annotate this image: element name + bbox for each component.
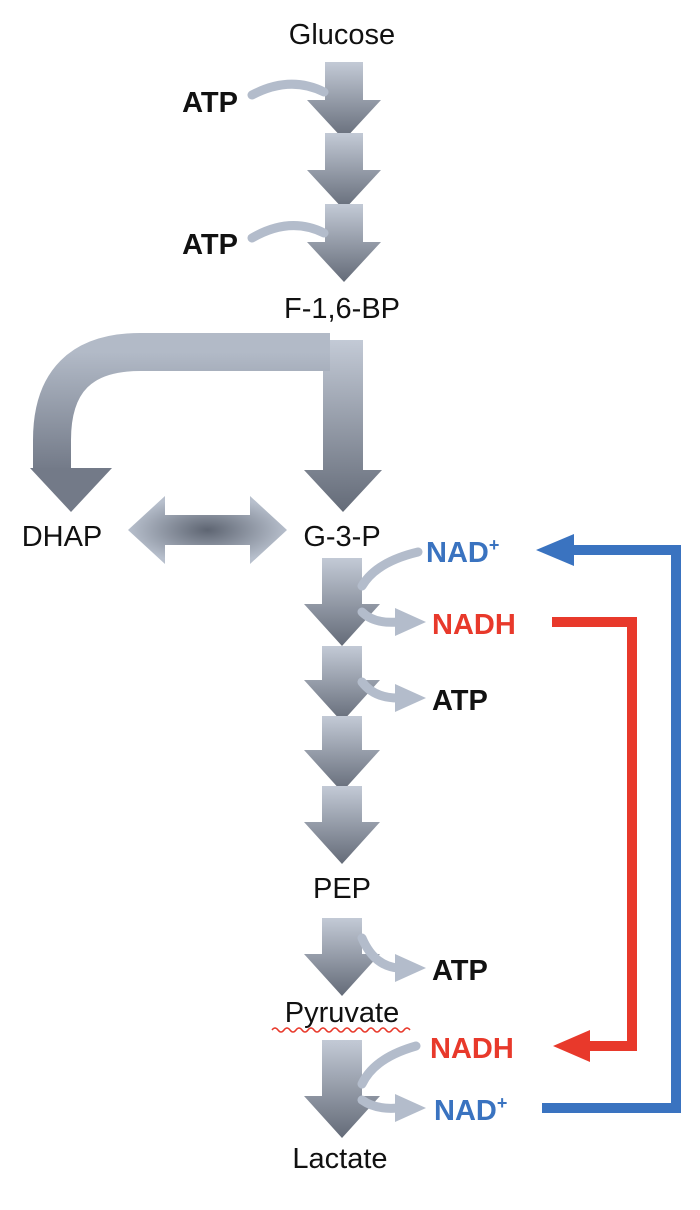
nad-plus-2-superscript: + <box>497 1093 508 1113</box>
isomerase-double-arrow <box>128 496 287 564</box>
nad-input-arrow-1 <box>357 547 423 591</box>
nadh-recycle-loop <box>552 617 637 1062</box>
step-arrow-f16bp-to-dhap <box>30 333 330 512</box>
label-atp-input-1: ATP <box>182 87 238 119</box>
step-arrow-glucose-3 <box>307 204 381 282</box>
label-nadh-1: NADH <box>432 609 516 641</box>
label-atp-output-2: ATP <box>432 955 488 987</box>
step-arrow-pyruvate-to-lactate <box>304 1040 380 1138</box>
label-f16bp: F-1,6-BP <box>284 293 400 325</box>
nad-plus-1-text: NAD <box>426 537 489 569</box>
nad-plus-1-superscript: + <box>489 535 500 555</box>
label-g3p: G-3-P <box>303 521 380 553</box>
step-arrow-f16bp-to-g3p <box>304 340 382 512</box>
nad-output-arrow-2 <box>357 1094 426 1122</box>
label-dhap: DHAP <box>22 521 103 553</box>
nadh-input-arrow-2 <box>357 1041 421 1089</box>
atp-output-arrow-2 <box>357 933 426 982</box>
atp-output-arrow-1 <box>357 677 426 712</box>
nad-plus-recycle-loop <box>536 534 681 1113</box>
label-nad-plus-2: NAD+ <box>434 1093 507 1127</box>
spellcheck-underline <box>271 1027 411 1033</box>
label-nad-plus-1: NAD+ <box>426 535 499 569</box>
label-lactate: Lactate <box>292 1143 387 1175</box>
nadh-output-arrow-1 <box>357 607 426 636</box>
label-pyruvate: Pyruvate <box>285 997 399 1029</box>
label-nadh-2: NADH <box>430 1033 514 1065</box>
step-arrow-g3p-4 <box>304 786 380 864</box>
atp-input-arrow-2 <box>247 221 329 243</box>
label-atp-output-1: ATP <box>432 685 488 717</box>
nad-plus-2-text: NAD <box>434 1095 497 1127</box>
label-atp-input-2: ATP <box>182 229 238 261</box>
step-arrow-g3p-3 <box>304 716 380 792</box>
atp-input-arrow-1 <box>247 79 329 100</box>
step-arrow-glucose-2 <box>307 133 381 210</box>
step-arrow-g3p-2 <box>304 646 380 722</box>
label-pep: PEP <box>313 873 371 905</box>
step-arrow-glucose-1 <box>307 62 381 140</box>
label-glucose: Glucose <box>289 19 395 51</box>
